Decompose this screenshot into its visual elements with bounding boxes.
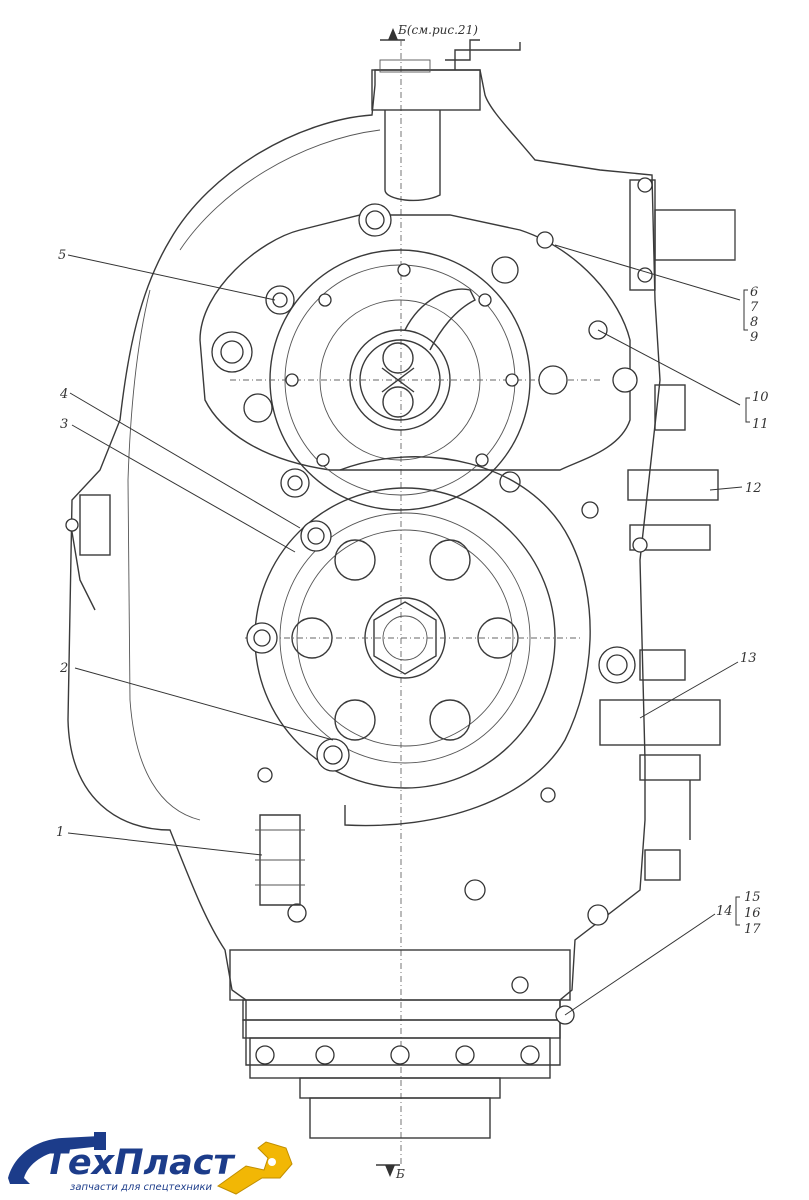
part-label-6: 6 [750,285,758,300]
logo-title: ТехПласт [44,1143,235,1183]
lower-gear [245,456,636,827]
part-label-9: 9 [750,330,758,345]
bottom-flange [229,904,609,1139]
section-mark-top-label: Б(см.рис.21) [397,23,478,37]
part-label-1: 1 [56,825,64,840]
section-mark-bottom-label: Б [395,1167,405,1181]
part-label-11: 11 [752,417,769,432]
top-boss [371,39,521,202]
part-label-16: 16 [744,906,761,921]
excavator-bucket-icon [8,1132,106,1184]
part-label-3: 3 [60,417,68,432]
part-label-14: 14 [716,904,733,919]
part-label-17: 17 [744,922,761,937]
leader-lines [67,244,750,1016]
section-mark-top: Б(см.рис.21) [380,23,478,41]
section-mark-bottom: Б [376,1164,405,1181]
part-label-12: 12 [745,481,762,496]
housing-outline [67,69,661,1066]
techplast-logo: ТехПласт запчасти для спецтехники [8,1132,293,1195]
part-label-8: 8 [750,315,758,330]
part-label-7: 7 [750,300,759,315]
right-side-fittings [257,177,736,923]
part-label-15: 15 [744,890,761,905]
part-label-10: 10 [752,390,769,405]
part-labels: 5 4 3 2 1 6 7 8 9 10 11 12 13 14 15 16 1… [56,248,769,937]
part-label-4: 4 [59,387,68,402]
logo-subtitle: запчасти для спецтехники [70,1182,212,1193]
upper-gear [230,249,600,511]
left-side-parts [65,494,305,906]
upper-cover-plate [199,214,631,471]
part-label-2: 2 [59,661,68,676]
part-label-5: 5 [58,248,66,263]
part-label-13: 13 [740,651,757,666]
loader-arm-icon [216,1141,293,1195]
upper-cover-bolts [211,203,638,498]
